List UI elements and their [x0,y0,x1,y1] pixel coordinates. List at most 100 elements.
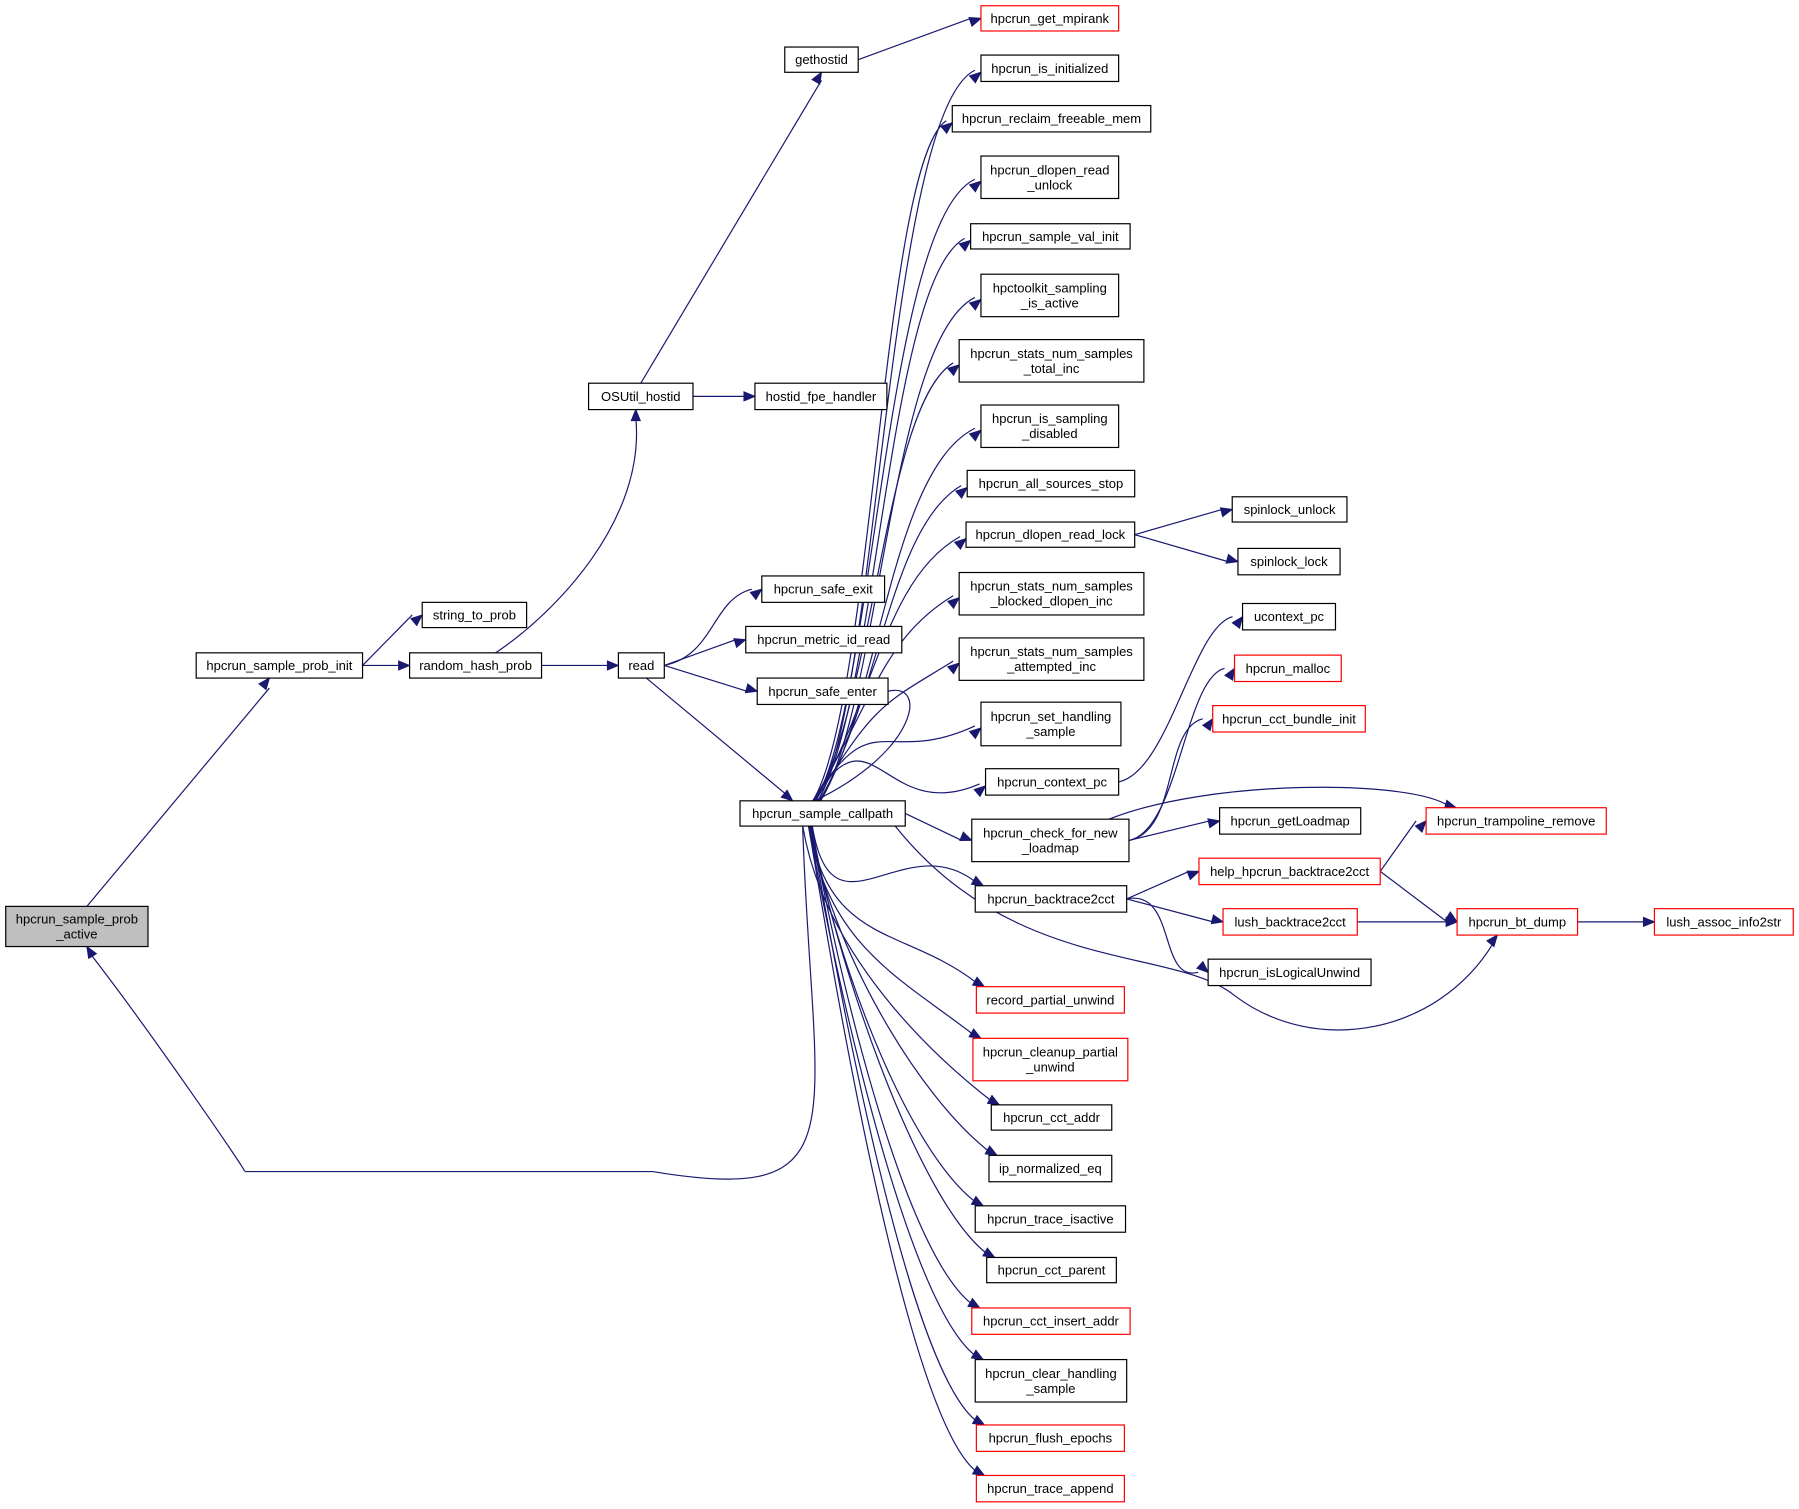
node-label: _disabled [1021,426,1078,441]
node-label: hpcrun_cct_bundle_init [1222,711,1356,726]
arrow-head [974,786,985,796]
arrow-head [968,1299,980,1308]
node-label: hpcrun_backtrace2cct [987,891,1115,906]
node-hpcrun-getLoadmap[interactable]: hpcrun_getLoadmap [1220,808,1361,834]
node-hpcrun-context-pc[interactable]: hpcrun_context_pc [986,769,1119,795]
arrow-head [1220,508,1232,517]
arrow-head [1415,821,1426,832]
edge [1380,821,1416,871]
node-label: hpcrun_is_initialized [991,61,1108,76]
node-label: hpcrun_cct_insert_addr [983,1314,1120,1329]
node-label: hpcrun_sample_prob [16,911,138,926]
arrow-head [631,410,640,421]
node-hpcrun-cct-parent[interactable]: hpcrun_cct_parent [987,1257,1117,1282]
node-label: OSUtil_hostid [601,389,680,404]
node-label: hpcrun_sample_callpath [752,806,893,821]
node-hpcrun-backtrace2cct[interactable]: hpcrun_backtrace2cct [975,886,1126,912]
node-label: hpcrun_trampoline_remove [1437,813,1595,828]
arrow-head [955,539,966,549]
arrow-head [399,661,410,670]
node-label: hpcrun_all_sources_stop [979,476,1124,491]
node-gethostid[interactable]: gethostid [785,47,858,72]
node-label: hpcrun_dlopen_read [990,162,1109,177]
node-hpcrun-bt-dump[interactable]: hpcrun_bt_dump [1457,909,1577,935]
node-lush-assoc-info2str[interactable]: lush_assoc_info2str [1654,909,1793,935]
arrow-head [411,615,422,626]
node-hpcrun-reclaim-freeable-mem[interactable]: hpcrun_reclaim_freeable_mem [952,106,1150,132]
node-hpcrun-sample-prob-init[interactable]: hpcrun_sample_prob_init [196,653,362,678]
node-label: _is_active [1020,295,1079,310]
node-label: hpcrun_reclaim_freeable_mem [962,111,1141,126]
arrow-head [1487,935,1497,946]
node-label: _sample [1025,1381,1075,1396]
node-label: hpcrun_flush_epochs [989,1431,1113,1446]
node-hpcrun-check-for-new-loadmap[interactable]: hpcrun_check_for_new_loadmap [972,819,1129,861]
node-hpcrun-sample-prob-active[interactable]: hpcrun_sample_prob_active [6,906,148,946]
node-label: lush_assoc_info2str [1666,914,1782,929]
node-label: hpcrun_check_for_new [983,825,1118,840]
node-hpcrun-safe-exit[interactable]: hpcrun_safe_exit [762,576,885,602]
node-help-hpcrun-backtrace2cct[interactable]: help_hpcrun_backtrace2cct [1199,858,1380,884]
arrow-head [750,589,761,599]
node-spinlock-lock[interactable]: spinlock_lock [1238,548,1340,574]
node-hpcrun-cct-addr[interactable]: hpcrun_cct_addr [991,1105,1111,1130]
arrow-head [960,832,972,840]
node-ucontext-pc[interactable]: ucontext_pc [1243,603,1336,629]
node-label: spinlock_unlock [1244,502,1336,517]
node-lush-backtrace2cct[interactable]: lush_backtrace2cct [1223,909,1357,935]
node-hpcrun-cct-insert-addr[interactable]: hpcrun_cct_insert_addr [972,1308,1130,1334]
node-hostid-fpe-handler[interactable]: hostid_fpe_handler [755,383,887,409]
node-spinlock-unlock[interactable]: spinlock_unlock [1232,497,1347,522]
edge [812,826,972,1304]
node-hpcrun-stats-num-samples-total-inc[interactable]: hpcrun_stats_num_samples_total_inc [959,340,1144,382]
node-hpcrun-set-handling-sample[interactable]: hpcrun_set_handling_sample [981,702,1121,746]
node-hpcrun-safe-enter[interactable]: hpcrun_safe_enter [757,678,888,704]
node-read[interactable]: read [618,653,664,678]
node-hpcrun-trampoline-remove[interactable]: hpcrun_trampoline_remove [1426,808,1606,834]
node-label: hpcrun_cct_parent [998,1263,1106,1278]
node-hpcrun-malloc[interactable]: hpcrun_malloc [1235,655,1342,681]
node-hpcrun-clear-handling-sample[interactable]: hpcrun_clear_handling_sample [975,1360,1126,1402]
node-label: string_to_prob [433,607,516,622]
node-hpcrun-dlopen-read-lock[interactable]: hpcrun_dlopen_read_lock [966,522,1135,547]
edge [809,826,975,1356]
node-hpcrun-dlopen-read-unlock[interactable]: hpcrun_dlopen_read_unlock [981,156,1119,198]
arrow-head [1643,917,1654,926]
arrow-head [948,663,959,673]
node-hpcrun-is-sampling-disabled[interactable]: hpcrun_is_sampling_disabled [981,405,1119,447]
node-hpctoolkit-sampling-is-active[interactable]: hpctoolkit_sampling_is_active [981,274,1119,316]
node-label: hpcrun_is_sampling [992,411,1108,426]
node-label: random_hash_prob [419,658,532,673]
node-hpcrun-trace-isactive[interactable]: hpcrun_trace_isactive [975,1206,1125,1232]
node-hpcrun-trace-append[interactable]: hpcrun_trace_append [976,1475,1124,1501]
node-hpcrun-isLogicalUnwind[interactable]: hpcrun_isLogicalUnwind [1208,959,1371,985]
node-hpcrun-get-mpirank[interactable]: hpcrun_get_mpirank [981,6,1119,31]
node-hpcrun-stats-num-samples-blocked-dlopen-inc[interactable]: hpcrun_stats_num_samples_blocked_dlopen_… [959,573,1144,615]
arrow-head [734,639,746,648]
node-hpcrun-cleanup-partial-unwind[interactable]: hpcrun_cleanup_partial_unwind [973,1038,1128,1080]
arrow-head [959,240,970,250]
node-record-partial-unwind[interactable]: record_partial_unwind [976,987,1124,1013]
edges-layer [87,18,1655,1476]
node-ip-normalized-eq[interactable]: ip_normalized_eq [989,1155,1112,1181]
node-hpcrun-cct-bundle-init[interactable]: hpcrun_cct_bundle_init [1213,706,1366,732]
node-hpcrun-sample-val-init[interactable]: hpcrun_sample_val_init [971,224,1130,249]
arrow-head [744,392,755,401]
node-hpcrun-metric-id-read[interactable]: hpcrun_metric_id_read [746,626,902,652]
node-label: hpcrun_cleanup_partial [983,1045,1118,1060]
edge [812,826,975,882]
node-hpcrun-all-sources-stop[interactable]: hpcrun_all_sources_stop [967,470,1135,496]
node-hpcrun-flush-epochs[interactable]: hpcrun_flush_epochs [976,1425,1124,1451]
node-random-hash-prob[interactable]: random_hash_prob [410,653,542,678]
edge [87,688,270,906]
node-hpcrun-sample-callpath[interactable]: hpcrun_sample_callpath [740,801,905,826]
arrow-head [1225,668,1235,680]
node-label: hpcrun_isLogicalUnwind [1219,965,1360,980]
node-label: hpcrun_cct_addr [1003,1110,1101,1125]
edge [1135,509,1223,534]
node-hpcrun-stats-num-samples-attempted-inc[interactable]: hpcrun_stats_num_samples_attempted_inc [959,638,1144,680]
arrow-head [983,1248,995,1257]
node-string-to-prob[interactable]: string_to_prob [422,602,526,627]
node-OSUtil-hostid[interactable]: OSUtil_hostid [589,383,693,409]
node-hpcrun-is-initialized[interactable]: hpcrun_is_initialized [981,55,1119,81]
